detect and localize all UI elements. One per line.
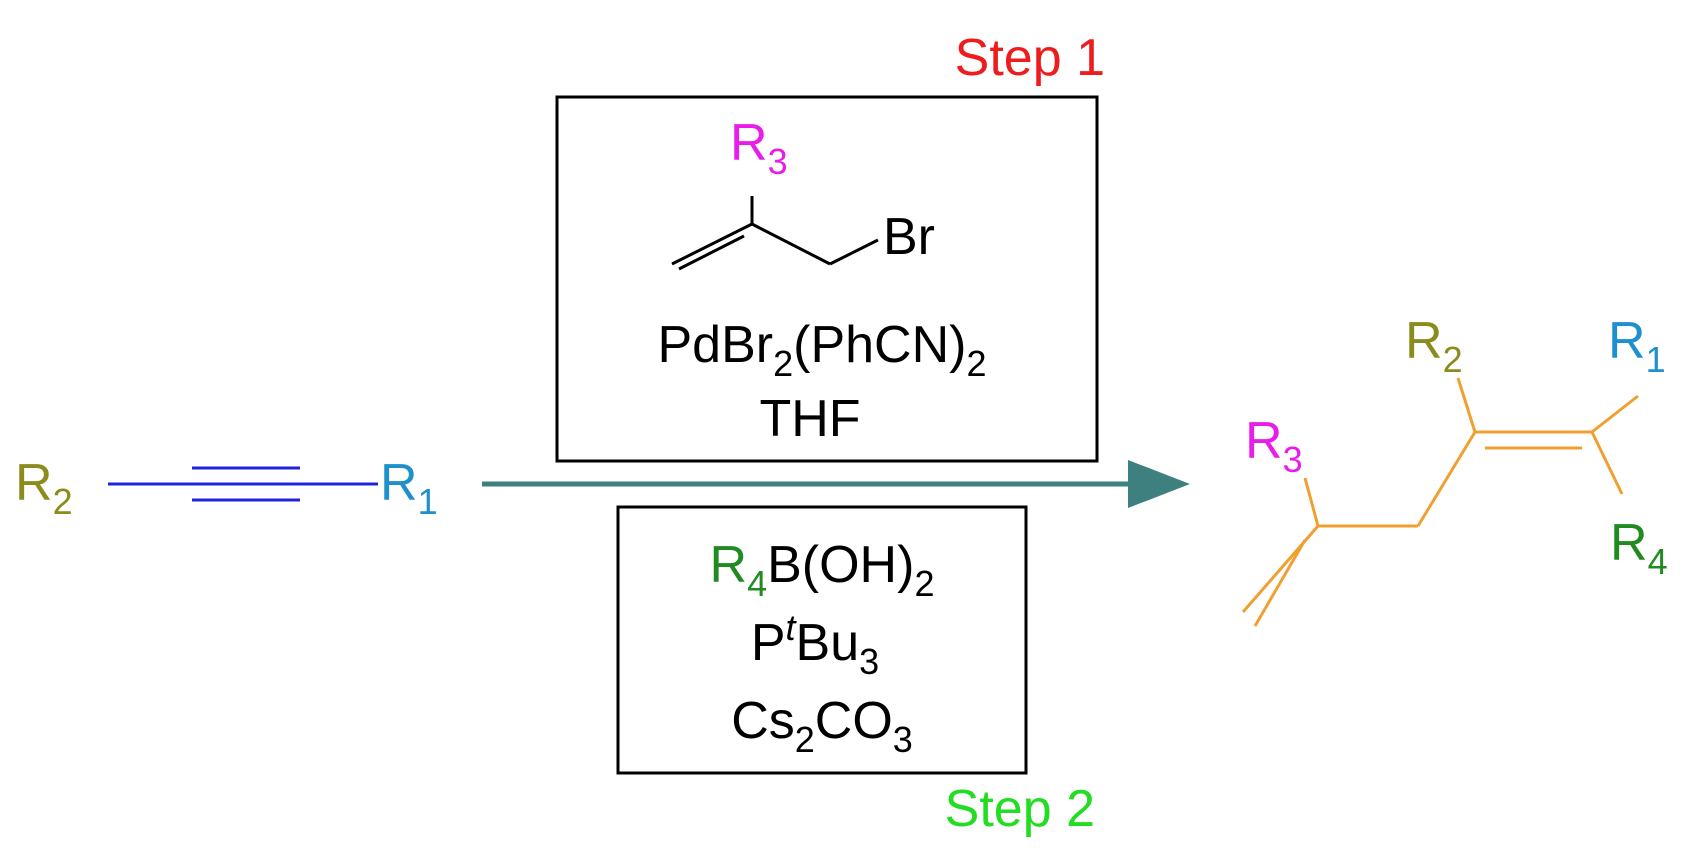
reactant-r2-letter: R: [15, 454, 53, 512]
terminal-alkene-outer: [1241, 525, 1320, 613]
product-r4-label: R4: [1610, 514, 1668, 582]
terminal-alkene-inner: [1253, 539, 1307, 627]
product-r4-letter: R: [1610, 514, 1648, 572]
product-r4-sub: 4: [1648, 541, 1668, 582]
reactant-r2-sub: 2: [53, 481, 73, 522]
step2-label: Step 2: [945, 780, 1095, 838]
product-r3-letter: R: [1245, 412, 1283, 470]
boronic-boh: B(OH): [767, 536, 914, 594]
reaction-arrow: [482, 460, 1190, 508]
bond-to-br: [829, 238, 879, 266]
boronic-r4-letter: R: [710, 536, 748, 594]
double-bond-outer: [671, 222, 753, 266]
step1-r3-sub: 3: [768, 141, 788, 182]
ligand-bu: Bu: [796, 614, 860, 672]
ligand-label: PtBu3: [751, 607, 879, 682]
boronic-acid-label: R4B(OH)2: [710, 536, 935, 604]
alkyne-bonds: [108, 466, 378, 502]
product-r1-label: R1: [1608, 312, 1666, 380]
step1-label: Step 1: [955, 29, 1105, 87]
ligand-p: P: [751, 614, 786, 672]
catalyst-sub-2: 2: [966, 343, 986, 384]
catalyst-label: PdBr2(PhCN)2: [657, 316, 986, 384]
product-bonds: [1241, 377, 1639, 627]
allyl-bromide-bonds: [671, 196, 879, 271]
product-r2-sub: 2: [1443, 339, 1463, 380]
product-r2-letter: R: [1405, 312, 1443, 370]
catalyst-pdbr: PdBr: [657, 316, 773, 374]
step1-r3-letter: R: [730, 114, 768, 172]
ligand-sub: 3: [859, 641, 879, 682]
reactant-r2-label: R2: [15, 454, 73, 522]
solvent-label: THF: [759, 390, 860, 448]
product-r1-sub: 1: [1646, 339, 1666, 380]
bond-c-r1: [1591, 394, 1639, 434]
reactant-r1-label: R1: [380, 454, 438, 522]
step1-r3-label: R3: [730, 114, 788, 182]
ligand-sup: t: [786, 607, 798, 648]
boronic-sub: 2: [914, 563, 934, 604]
product-r3-label: R3: [1245, 412, 1303, 480]
reactant-r1-sub: 1: [418, 481, 438, 522]
arrow-head: [1128, 460, 1190, 508]
base-co: CO: [815, 692, 893, 750]
bond-c-r4: [1590, 431, 1624, 495]
bond-c-r3: [1303, 477, 1320, 527]
product-r2-label: R2: [1405, 312, 1463, 380]
product-r3-sub: 3: [1283, 439, 1303, 480]
bromide-label: Br: [883, 208, 935, 266]
reactant-r1-letter: R: [380, 454, 418, 512]
product-r1-letter: R: [1608, 312, 1646, 370]
catalyst-phcn: (PhCN): [793, 316, 966, 374]
base-sub-2: 3: [893, 719, 913, 760]
base-label: Cs2CO3: [731, 692, 913, 760]
step1-box: [555, 95, 1099, 463]
base-cs: Cs: [731, 692, 795, 750]
bond-c-r2: [1456, 377, 1477, 433]
double-bond-inner: [678, 234, 745, 271]
base-sub-1: 2: [795, 719, 815, 760]
boronic-r4-sub: 4: [747, 563, 767, 604]
step2-box: [616, 505, 1028, 775]
catalyst-sub-1: 2: [773, 343, 793, 384]
bond-ch2-c: [1416, 431, 1477, 527]
bond-to-ch2: [751, 222, 831, 266]
